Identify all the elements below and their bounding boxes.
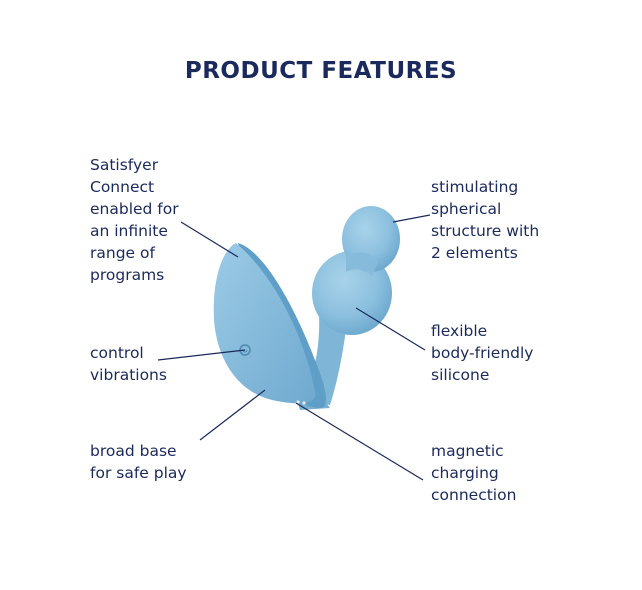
base-face: [213, 243, 316, 404]
callout-line-base: [199, 389, 266, 441]
callout-line-vibrations: [157, 349, 246, 361]
callout-line-spherical: [392, 214, 431, 223]
page-title: PRODUCT FEATURES: [184, 58, 458, 84]
callout-line-connect: [180, 221, 239, 258]
feature-base-label: broad base for safe play: [90, 442, 187, 482]
callout-line-silicone: [355, 307, 426, 351]
feature-spherical-label: stimulating spherical structure with 2 e…: [431, 178, 540, 262]
feature-connect-label: Satisfyer Connect enabled for an infinit…: [90, 156, 179, 284]
callout-line-charging: [295, 402, 424, 481]
feature-silicone-label: flexible body-friendly silicone: [431, 322, 534, 384]
feature-vibrations-label: control vibrations: [90, 344, 167, 384]
feature-charging-label: magnetic charging connection: [431, 442, 517, 504]
